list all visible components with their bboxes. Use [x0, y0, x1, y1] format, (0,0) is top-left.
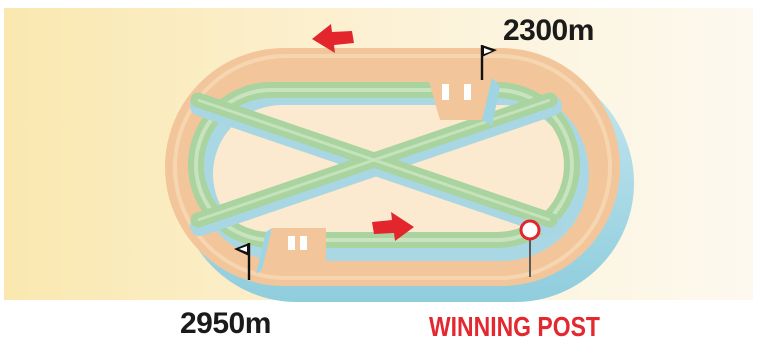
winning-post-label: WINNING POST — [429, 311, 600, 342]
start-flag-icon — [234, 243, 251, 280]
arrow-left-icon — [312, 24, 354, 53]
winning-post-icon — [519, 219, 541, 277]
top-stand-window-2 — [464, 84, 471, 100]
inner-track-edge — [194, 88, 574, 242]
top-stand-window-1 — [442, 84, 449, 100]
start-flag-icon — [480, 45, 497, 80]
bottom-stand-window-1 — [288, 236, 295, 250]
crossing-tracks — [190, 92, 562, 236]
outer-track-highlight — [173, 54, 612, 280]
distance-label-2950: 2950m — [180, 307, 271, 340]
bottom-stand-window-2 — [300, 236, 307, 250]
arrow-right-icon — [372, 212, 414, 241]
bottom-chute-shadow — [256, 228, 272, 274]
distance-label-2300: 2300m — [503, 14, 594, 47]
bottom-band — [0, 300, 757, 352]
top-chute-shadow — [482, 78, 500, 126]
